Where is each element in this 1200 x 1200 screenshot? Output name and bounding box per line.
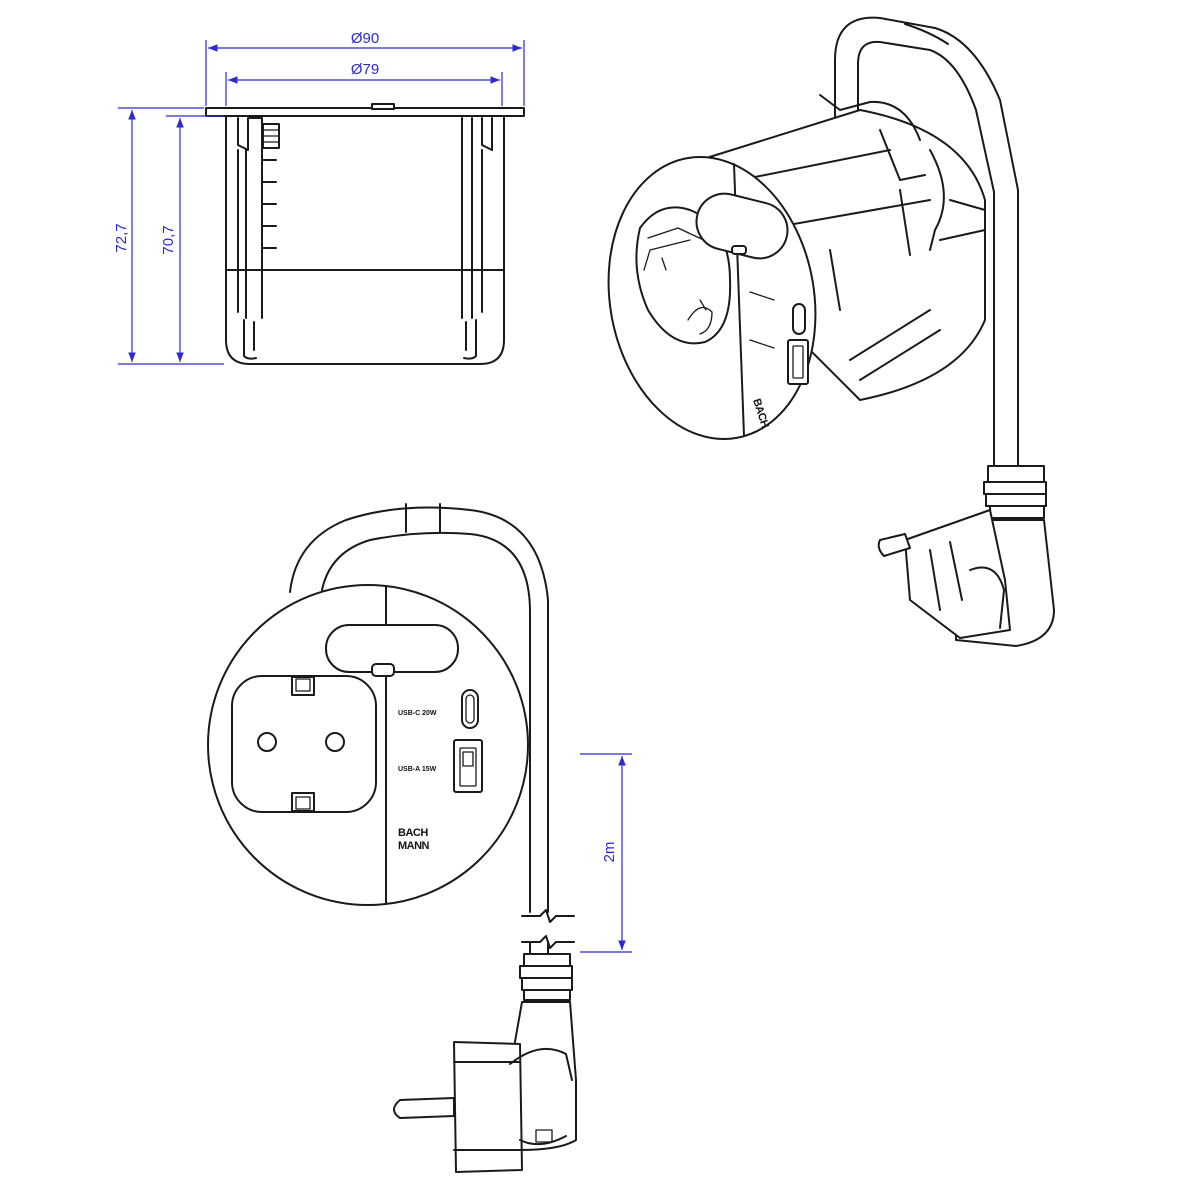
clamp-ribs: [262, 123, 280, 249]
socket-earth-top: [291, 676, 315, 696]
socket-pin-hole-left: [257, 732, 277, 752]
perspective-usb-c-label: [749, 291, 775, 301]
brand-line-2: MANN: [398, 840, 430, 852]
usb-a-label: USB-A 15W: [398, 766, 437, 773]
side-view: Ø90 Ø79 72,7 70,7: [113, 30, 525, 365]
led-indicator: [371, 663, 395, 677]
dim-total-height: 72,7: [113, 223, 130, 252]
dim-inner-diameter: Ø79: [351, 61, 379, 78]
right-clip: [463, 319, 477, 360]
usb-c-label: USB-C 20W: [398, 710, 437, 717]
front-plug: [393, 953, 577, 1173]
flange: [205, 107, 525, 117]
left-clamp: [237, 117, 263, 319]
usb-c-port: [461, 689, 479, 729]
left-clip: [243, 319, 257, 360]
cylinder-body: [699, 109, 986, 401]
housing-body: [225, 115, 505, 365]
front-view: USB-C 20W USB-A 15W BACH MANN: [207, 503, 632, 1173]
socket-pin-hole-right: [325, 732, 345, 752]
perspective-usb-a-label: [749, 339, 775, 349]
dim-outer-diameter: Ø90: [351, 30, 379, 47]
cable-break-top: [521, 909, 575, 923]
socket-earth-bottom: [291, 792, 315, 812]
brand-line-1: BACH: [398, 827, 428, 839]
perspective-usb-c-port: [792, 303, 806, 335]
flange-notch: [371, 103, 395, 110]
right-clamp: [461, 117, 493, 319]
cable-perspective: [834, 16, 1019, 471]
dim-cable-length: 2m: [601, 842, 618, 863]
perspective-plug: [877, 465, 1055, 647]
perspective-view: BACH: [607, 16, 1055, 647]
cable-front: [289, 506, 549, 913]
dim-body-height: 70,7: [160, 225, 177, 254]
schuko-socket: [231, 675, 377, 813]
